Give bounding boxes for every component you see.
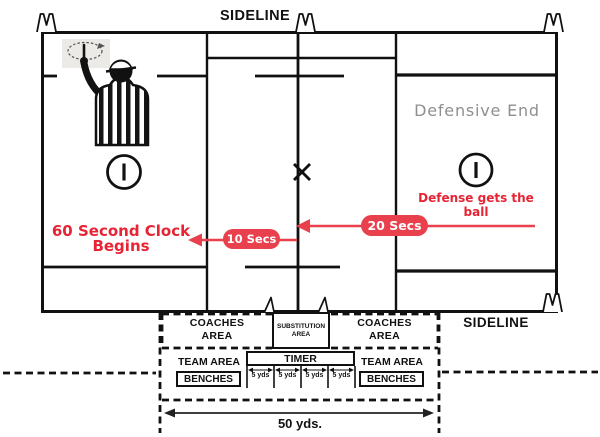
- timer-segment-label: 5 yds: [305, 372, 324, 379]
- sideline-label-top: SIDELINE: [219, 8, 291, 24]
- timer-segment-label: 5 yds: [278, 372, 297, 379]
- circled-goal-icon-right: [458, 152, 494, 188]
- sideline-label-bottom: SIDELINE: [463, 315, 529, 330]
- benches-right-box: BENCHES: [359, 371, 424, 387]
- sixty-second-clock-line2: Begins: [92, 237, 150, 255]
- timer-segment-label: 5 yds: [251, 372, 270, 379]
- substitution-area-box: SUBSTITUTION AREA: [272, 312, 330, 349]
- field-width-arrow: [164, 408, 434, 418]
- timer-segment-label: 5 yds: [332, 372, 351, 379]
- badge-10-secs: 10 Secs: [223, 229, 280, 249]
- coaches-area-right-line1: COACHES: [357, 317, 412, 329]
- coaches-area-left-line2: AREA: [201, 329, 233, 342]
- substitution-area-line1: SUBSTITUTION: [276, 322, 326, 330]
- coaches-area-right: COACHES AREA: [331, 317, 438, 342]
- bench-area-dashed-lines: [3, 312, 598, 433]
- field-interior-lines: [42, 56, 556, 273]
- timer-box: TIMER: [246, 351, 355, 366]
- timer-scale-ticks: [246, 366, 356, 388]
- badge-20-secs: 20 Secs: [361, 215, 428, 236]
- coaches-area-right-line2: AREA: [369, 329, 400, 342]
- team-area-left-label: TEAM AREA: [177, 356, 241, 368]
- faceoff-x-icon: [293, 163, 311, 181]
- defensive-end-label: Defensive End: [414, 101, 540, 120]
- benches-left-box: BENCHES: [176, 371, 241, 387]
- coaches-area-left-line1: COACHES: [189, 317, 245, 329]
- team-area-right-label: TEAM AREA: [360, 356, 424, 368]
- circled-goal-icon-left: [106, 154, 142, 190]
- sixty-second-clock-line1: 60 Second Clock: [51, 222, 191, 240]
- field-width-label: 50 yds.: [277, 416, 323, 431]
- defense-gets-ball-label: Defense gets the ball: [418, 191, 534, 219]
- sixty-second-clock-label: 60 Second Clock Begins: [50, 224, 192, 254]
- substitution-area-line2: AREA: [291, 330, 311, 338]
- coaches-area-left: COACHES AREA: [162, 317, 272, 342]
- referee-signal-icon: [62, 39, 150, 147]
